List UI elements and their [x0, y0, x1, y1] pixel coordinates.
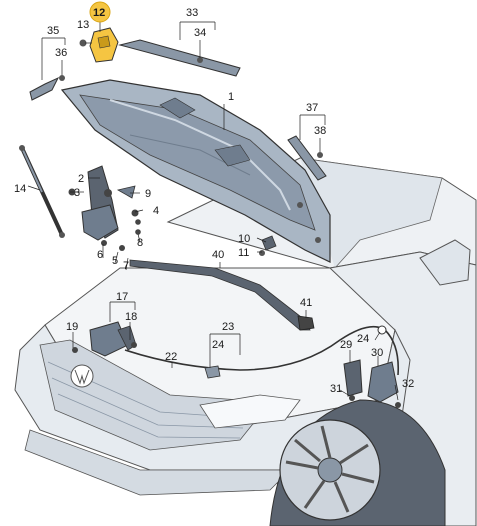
seal-strips: [29, 39, 327, 331]
callout-8: 8: [137, 237, 143, 249]
hood-panel: [60, 79, 331, 263]
callout-30: 30: [371, 347, 383, 359]
callout-41: 41: [300, 297, 312, 309]
callout-labels: 1 2 3 4 5 6 7 8 9 10 11 12 13 14 17 18 1…: [14, 1, 414, 395]
callout-22: 22: [165, 351, 177, 363]
callout-33: 33: [186, 7, 198, 19]
callout-2: 2: [78, 173, 84, 185]
leader-lines: [27, 21, 399, 401]
callout-5: 5: [112, 255, 118, 267]
callout-40: 40: [212, 249, 224, 261]
callout-37: 37: [306, 102, 318, 114]
callout-10: 10: [238, 233, 250, 245]
callout-34: 34: [194, 27, 206, 39]
callout-4: 4: [153, 205, 159, 217]
callout-38: 38: [314, 125, 326, 137]
callout-31: 31: [330, 383, 342, 395]
callout-7: 7: [123, 260, 129, 272]
callout-11: 11: [238, 247, 249, 259]
callout-9: 9: [145, 188, 151, 200]
callout-14: 14: [14, 183, 26, 195]
latch-and-cables: [72, 235, 401, 408]
callout-29: 29: [340, 339, 352, 351]
callout-32: 32: [402, 378, 414, 390]
callout-12: 12: [93, 7, 105, 19]
callout-19: 19: [66, 321, 78, 333]
callout-13: 13: [77, 19, 89, 31]
lock-bracket-part: [79, 27, 119, 63]
callout-17: 17: [116, 291, 128, 303]
callout-6: 6: [97, 249, 103, 261]
callout-23: 23: [222, 321, 234, 333]
callout-3: 3: [74, 187, 80, 199]
callout-18: 18: [125, 311, 137, 323]
callout-12-highlighted: 12: [89, 1, 111, 23]
gas-strut: [19, 145, 65, 238]
callout-36: 36: [55, 47, 67, 59]
callout-35: 35: [47, 25, 59, 37]
callout-24-lower: 24: [212, 339, 224, 351]
callout-24-upper: 24: [357, 333, 369, 345]
hinge-assembly: [68, 165, 141, 251]
callout-1: 1: [228, 91, 234, 103]
